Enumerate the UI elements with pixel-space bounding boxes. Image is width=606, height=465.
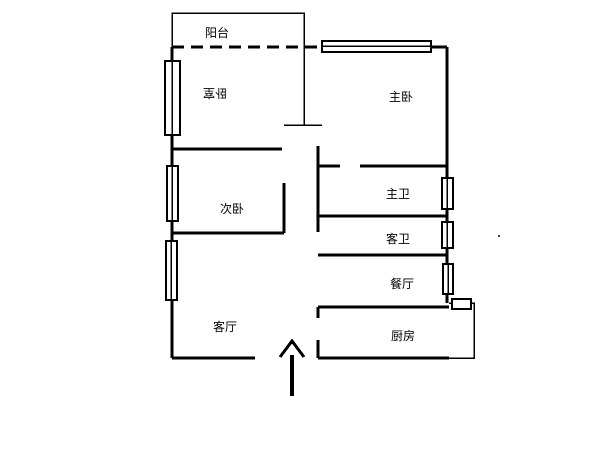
room-label-master-bedroom: 主卧 [389, 90, 413, 104]
entrance-arrow-head [278, 338, 306, 358]
room-label-bedroom: 卧室 [203, 86, 227, 101]
room-label-dining-room: 餐厅 [390, 276, 414, 291]
room-label-kitchen: 厨房 [391, 328, 415, 343]
stray-dot [498, 235, 500, 237]
window-kitchen [451, 298, 472, 310]
balcony-outline [171, 12, 305, 125]
room-label-guest-bath: 客卫 [386, 231, 410, 246]
room-label-living-room: 客厅 [213, 319, 237, 334]
kitchen-extension [449, 302, 475, 359]
room-label-second-bedroom: 次卧 [220, 202, 244, 216]
room-label-balcony: 阳台 [205, 25, 229, 40]
room-label-master-bath: 主卫 [386, 187, 410, 201]
